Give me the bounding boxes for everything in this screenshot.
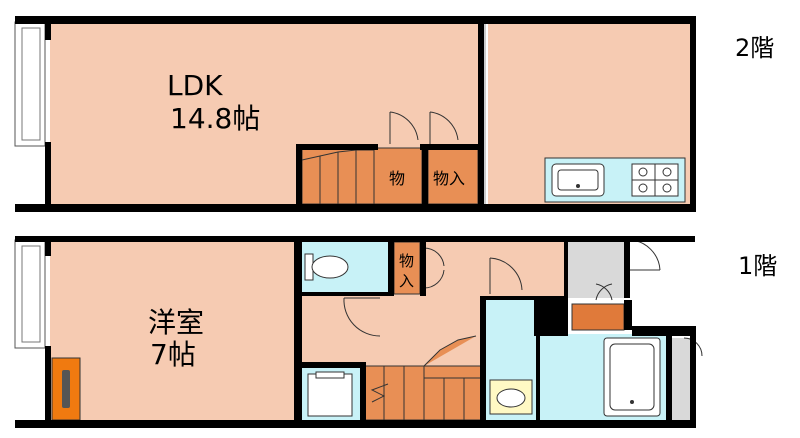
shoe-box (571, 303, 625, 331)
storage-doors-2f (389, 111, 459, 144)
storage-label: 物入 (433, 169, 465, 188)
stove-icon (631, 163, 679, 197)
floor-label-1f: 1階 (738, 252, 778, 280)
floor-label-2f: 2階 (735, 34, 775, 62)
hall-door (489, 257, 523, 294)
utility-space (672, 338, 694, 420)
walls-1f (15, 236, 696, 428)
floor-1: 洋室 7帖 物 入 (14, 236, 703, 428)
kitchen-counter (544, 157, 686, 203)
walls-2f (15, 16, 696, 212)
staircase-1f (363, 335, 483, 421)
washbasin-icon (489, 379, 533, 415)
entrance (566, 242, 624, 298)
closet-doors-1f (423, 247, 445, 289)
storage-small-label: 物 (389, 169, 405, 188)
western-room (50, 242, 296, 424)
washing-machine-icon (300, 368, 360, 420)
bathtub-icon (603, 337, 661, 417)
toilet-icon (304, 253, 349, 281)
western-room-size-label: 7帖 (150, 338, 196, 371)
closet-label-top: 物 (399, 252, 414, 270)
sink-icon (551, 163, 605, 197)
staircase-2f (301, 147, 423, 205)
ldk-label: LDK (167, 69, 223, 102)
ldk-size-label: 14.8帖 (170, 102, 260, 135)
floor-2: LDK 14.8帖 物 物入 (14, 16, 696, 212)
heater-icon (51, 357, 81, 421)
western-room-label: 洋室 (148, 306, 204, 339)
closet-label-bottom: 入 (399, 272, 414, 290)
toilet-room (300, 242, 388, 294)
